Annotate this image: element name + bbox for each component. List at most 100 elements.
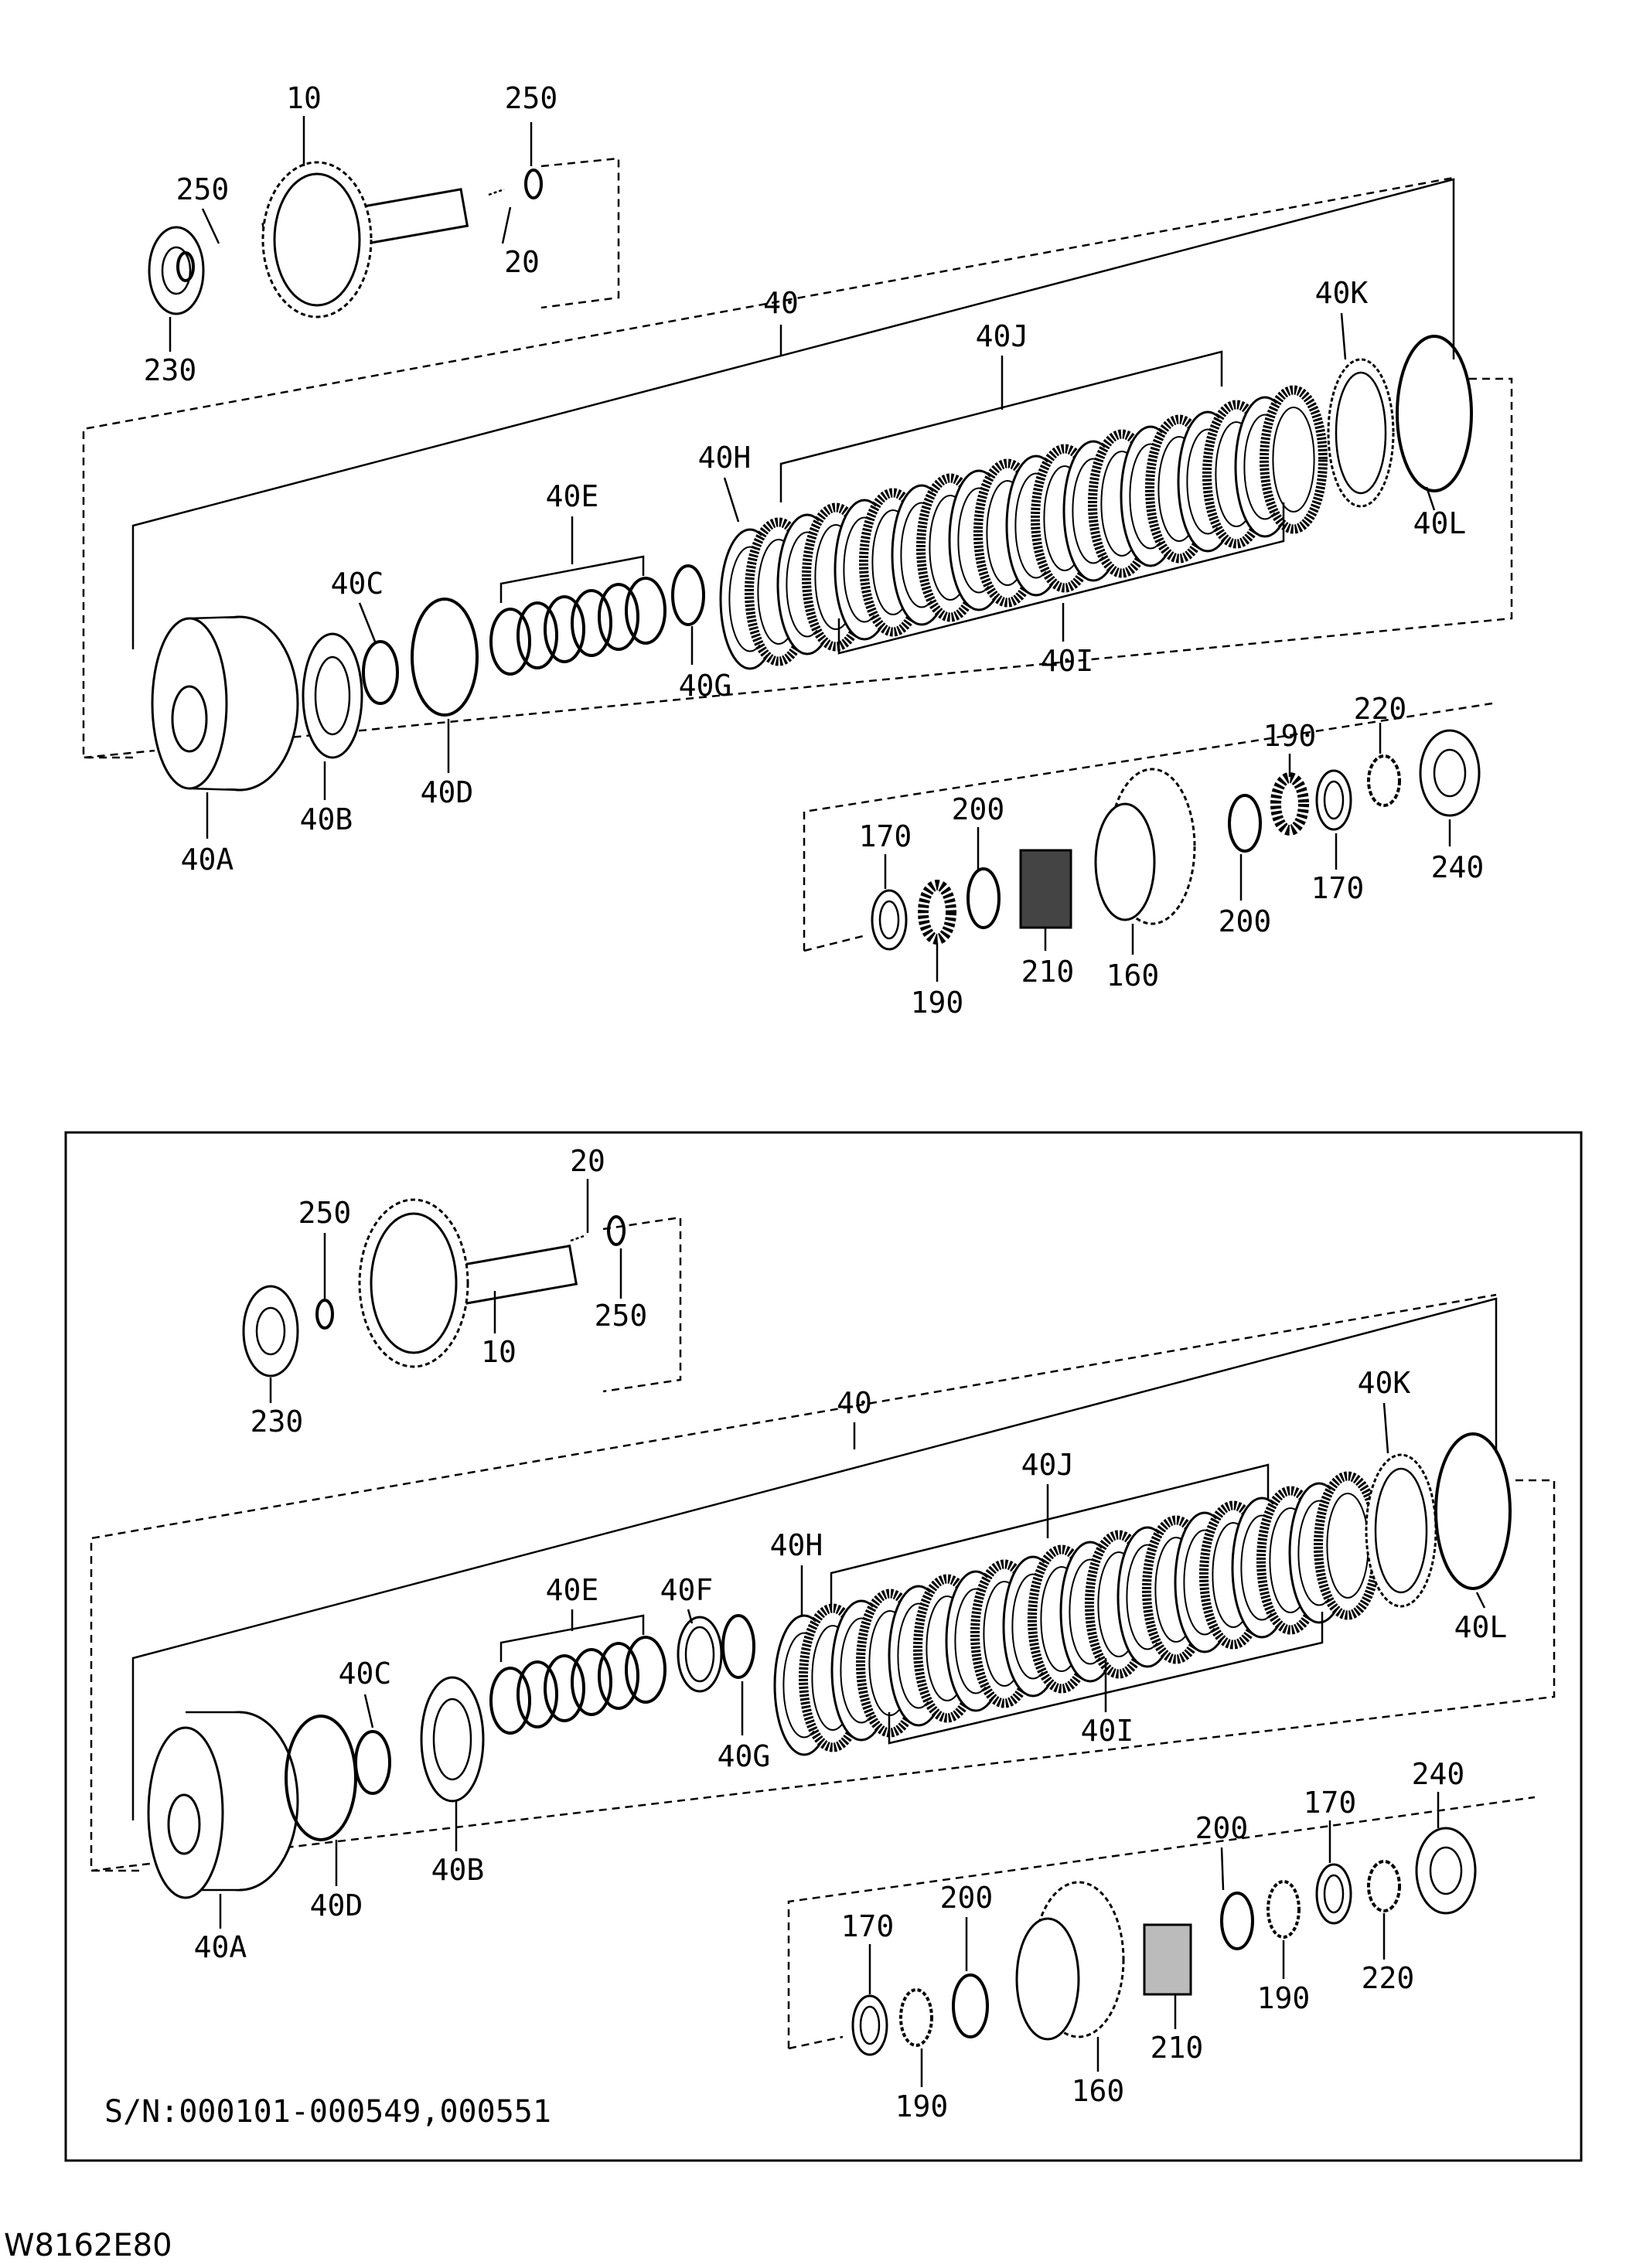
lower-label-40c: 40C (339, 1657, 392, 1691)
lower-label-10: 10 (481, 1335, 516, 1369)
lower-label-40j: 40J (1021, 1448, 1075, 1482)
washer-200-upper-left (967, 867, 1001, 929)
washer-190-upper-right (1270, 772, 1309, 836)
washer-190-lower-right (1267, 1880, 1301, 1939)
lower-label-40h: 40H (770, 1528, 823, 1562)
lower-label-250-left: 250 (298, 1196, 352, 1230)
upper-label-40: 40 (763, 286, 799, 320)
gear-160-lower-hub (1015, 1917, 1080, 2041)
piston-40b-upper-inner (314, 656, 351, 736)
washer-170-lower-right-inner (1323, 1874, 1345, 1914)
lower-label-40d: 40D (310, 1888, 363, 1922)
seal-40c-upper (362, 640, 399, 705)
upper-label-20: 20 (504, 245, 540, 279)
plate-40k-lower (1365, 1453, 1437, 1608)
plates-40i-upper-bracket (837, 502, 1285, 655)
lower-label-170-left: 170 (841, 1909, 895, 1943)
bearing-240-upper-inner (1433, 748, 1467, 798)
washer-190-upper-left (918, 880, 956, 945)
ring-250-upper-right (524, 169, 543, 199)
washer-170-upper-left (871, 889, 908, 951)
upper-label-170-right: 170 (1311, 871, 1365, 905)
lower-label-40g: 40G (718, 1739, 771, 1773)
upper-label-210: 210 (1021, 955, 1075, 989)
upper-label-40j: 40J (976, 319, 1029, 353)
lower-label-40f: 40F (660, 1573, 714, 1607)
ring-40g-upper (671, 564, 705, 626)
plates-40j-lower-bracket (830, 1463, 1270, 1608)
seal-40d-upper (411, 598, 479, 717)
lower-shaft-group-outline (602, 1216, 682, 1393)
seal-40c-lower (354, 1730, 391, 1795)
washer-200-upper-right (1228, 794, 1262, 853)
upper-leader-lines (169, 116, 1451, 982)
upper-label-40c: 40C (331, 567, 384, 601)
snap-ring-40l-lower (1434, 1432, 1512, 1590)
piston-40b-lower (420, 1676, 485, 1803)
diagram-code: W8162E80 (4, 2228, 172, 2263)
snap-ring-250-lower-left (315, 1299, 334, 1330)
plate-40k-upper (1327, 358, 1395, 508)
lower-label-210: 210 (1151, 2031, 1204, 2065)
bearing-230-lower (242, 1285, 299, 1377)
bearing-210-upper (1019, 849, 1072, 929)
lower-label-200-right: 200 (1195, 1811, 1249, 1845)
lower-label-40i: 40I (1081, 1714, 1134, 1748)
upper-label-200-right: 200 (1219, 904, 1272, 938)
lower-label-200-left: 200 (940, 1881, 994, 1915)
drum-40a-upper-bottom (189, 787, 240, 792)
lower-label-40a: 40A (194, 1930, 247, 1964)
lower-assembly-line (131, 1297, 1498, 1820)
upper-gear-group-outline-bottom (803, 934, 867, 952)
lower-label-40e: 40E (546, 1573, 599, 1607)
upper-label-170-left: 170 (859, 819, 912, 853)
lower-label-190-right: 190 (1257, 1981, 1311, 2015)
upper-label-40h: 40H (698, 441, 752, 475)
pin-20-lower (570, 1234, 587, 1242)
snap-ring-40l-upper (1396, 335, 1473, 492)
washer-170-lower-left-inner (859, 2005, 881, 2045)
upper-label-40d: 40D (421, 775, 474, 809)
lower-label-40: 40 (837, 1386, 872, 1420)
springs-40e-upper-bracket (499, 555, 645, 603)
upper-label-40e: 40E (546, 479, 599, 513)
bearing-240-lower-inner (1429, 1846, 1463, 1895)
gear-160-upper-hub (1094, 802, 1156, 921)
upper-label-40l: 40L (1413, 506, 1467, 540)
bearing-210-lower (1143, 1923, 1192, 1996)
ring-250-lower-right (607, 1215, 626, 1246)
ring-40g-lower (721, 1614, 755, 1679)
washer-200-lower-left (952, 1973, 989, 2038)
upper-assembly-line (131, 178, 1455, 649)
lower-label-40b: 40B (431, 1853, 485, 1887)
upper-label-40b: 40B (300, 802, 353, 836)
washer-190-lower-left (899, 1988, 933, 2047)
lower-gear-group-outline (787, 1796, 1536, 2048)
lower-label-230: 230 (251, 1405, 304, 1439)
ring-40f-lower (677, 1616, 723, 1693)
lock-plate-220-upper (1367, 754, 1401, 807)
lower-label-20: 20 (570, 1144, 605, 1178)
pin-20-upper (488, 188, 505, 196)
upper-view: 10 250 250 20 230 40 40J 40K 40H 40E 40C… (82, 81, 1513, 1020)
bearing-230-upper (148, 226, 205, 315)
drum-40a-upper-top (189, 615, 240, 620)
ring-40f-lower-inner (684, 1626, 715, 1683)
snap-ring-250a-upper (176, 251, 195, 282)
washer-170-upper-right-inner (1323, 780, 1345, 820)
upper-label-230: 230 (144, 353, 197, 387)
piston-40b-lower-inner (432, 1698, 472, 1781)
upper-label-200-left: 200 (952, 792, 1005, 826)
upper-gear-group-outline (803, 702, 1493, 951)
washer-170-lower-left (851, 1994, 888, 2056)
upper-label-190-left: 190 (911, 986, 964, 1020)
lower-clutch-group-outline (90, 1293, 1497, 1872)
washer-170-lower-right (1315, 1863, 1352, 1925)
upper-label-10: 10 (286, 81, 322, 115)
upper-shaft-group-outline (540, 157, 620, 309)
plate-40k-lower-inner (1374, 1467, 1428, 1594)
gear-10-upper-hub (273, 172, 361, 307)
lower-label-240: 240 (1412, 1757, 1465, 1791)
lower-view: 20 250 250 10 230 40 40K 40J 40H 40F 40C… (90, 1144, 1556, 2130)
